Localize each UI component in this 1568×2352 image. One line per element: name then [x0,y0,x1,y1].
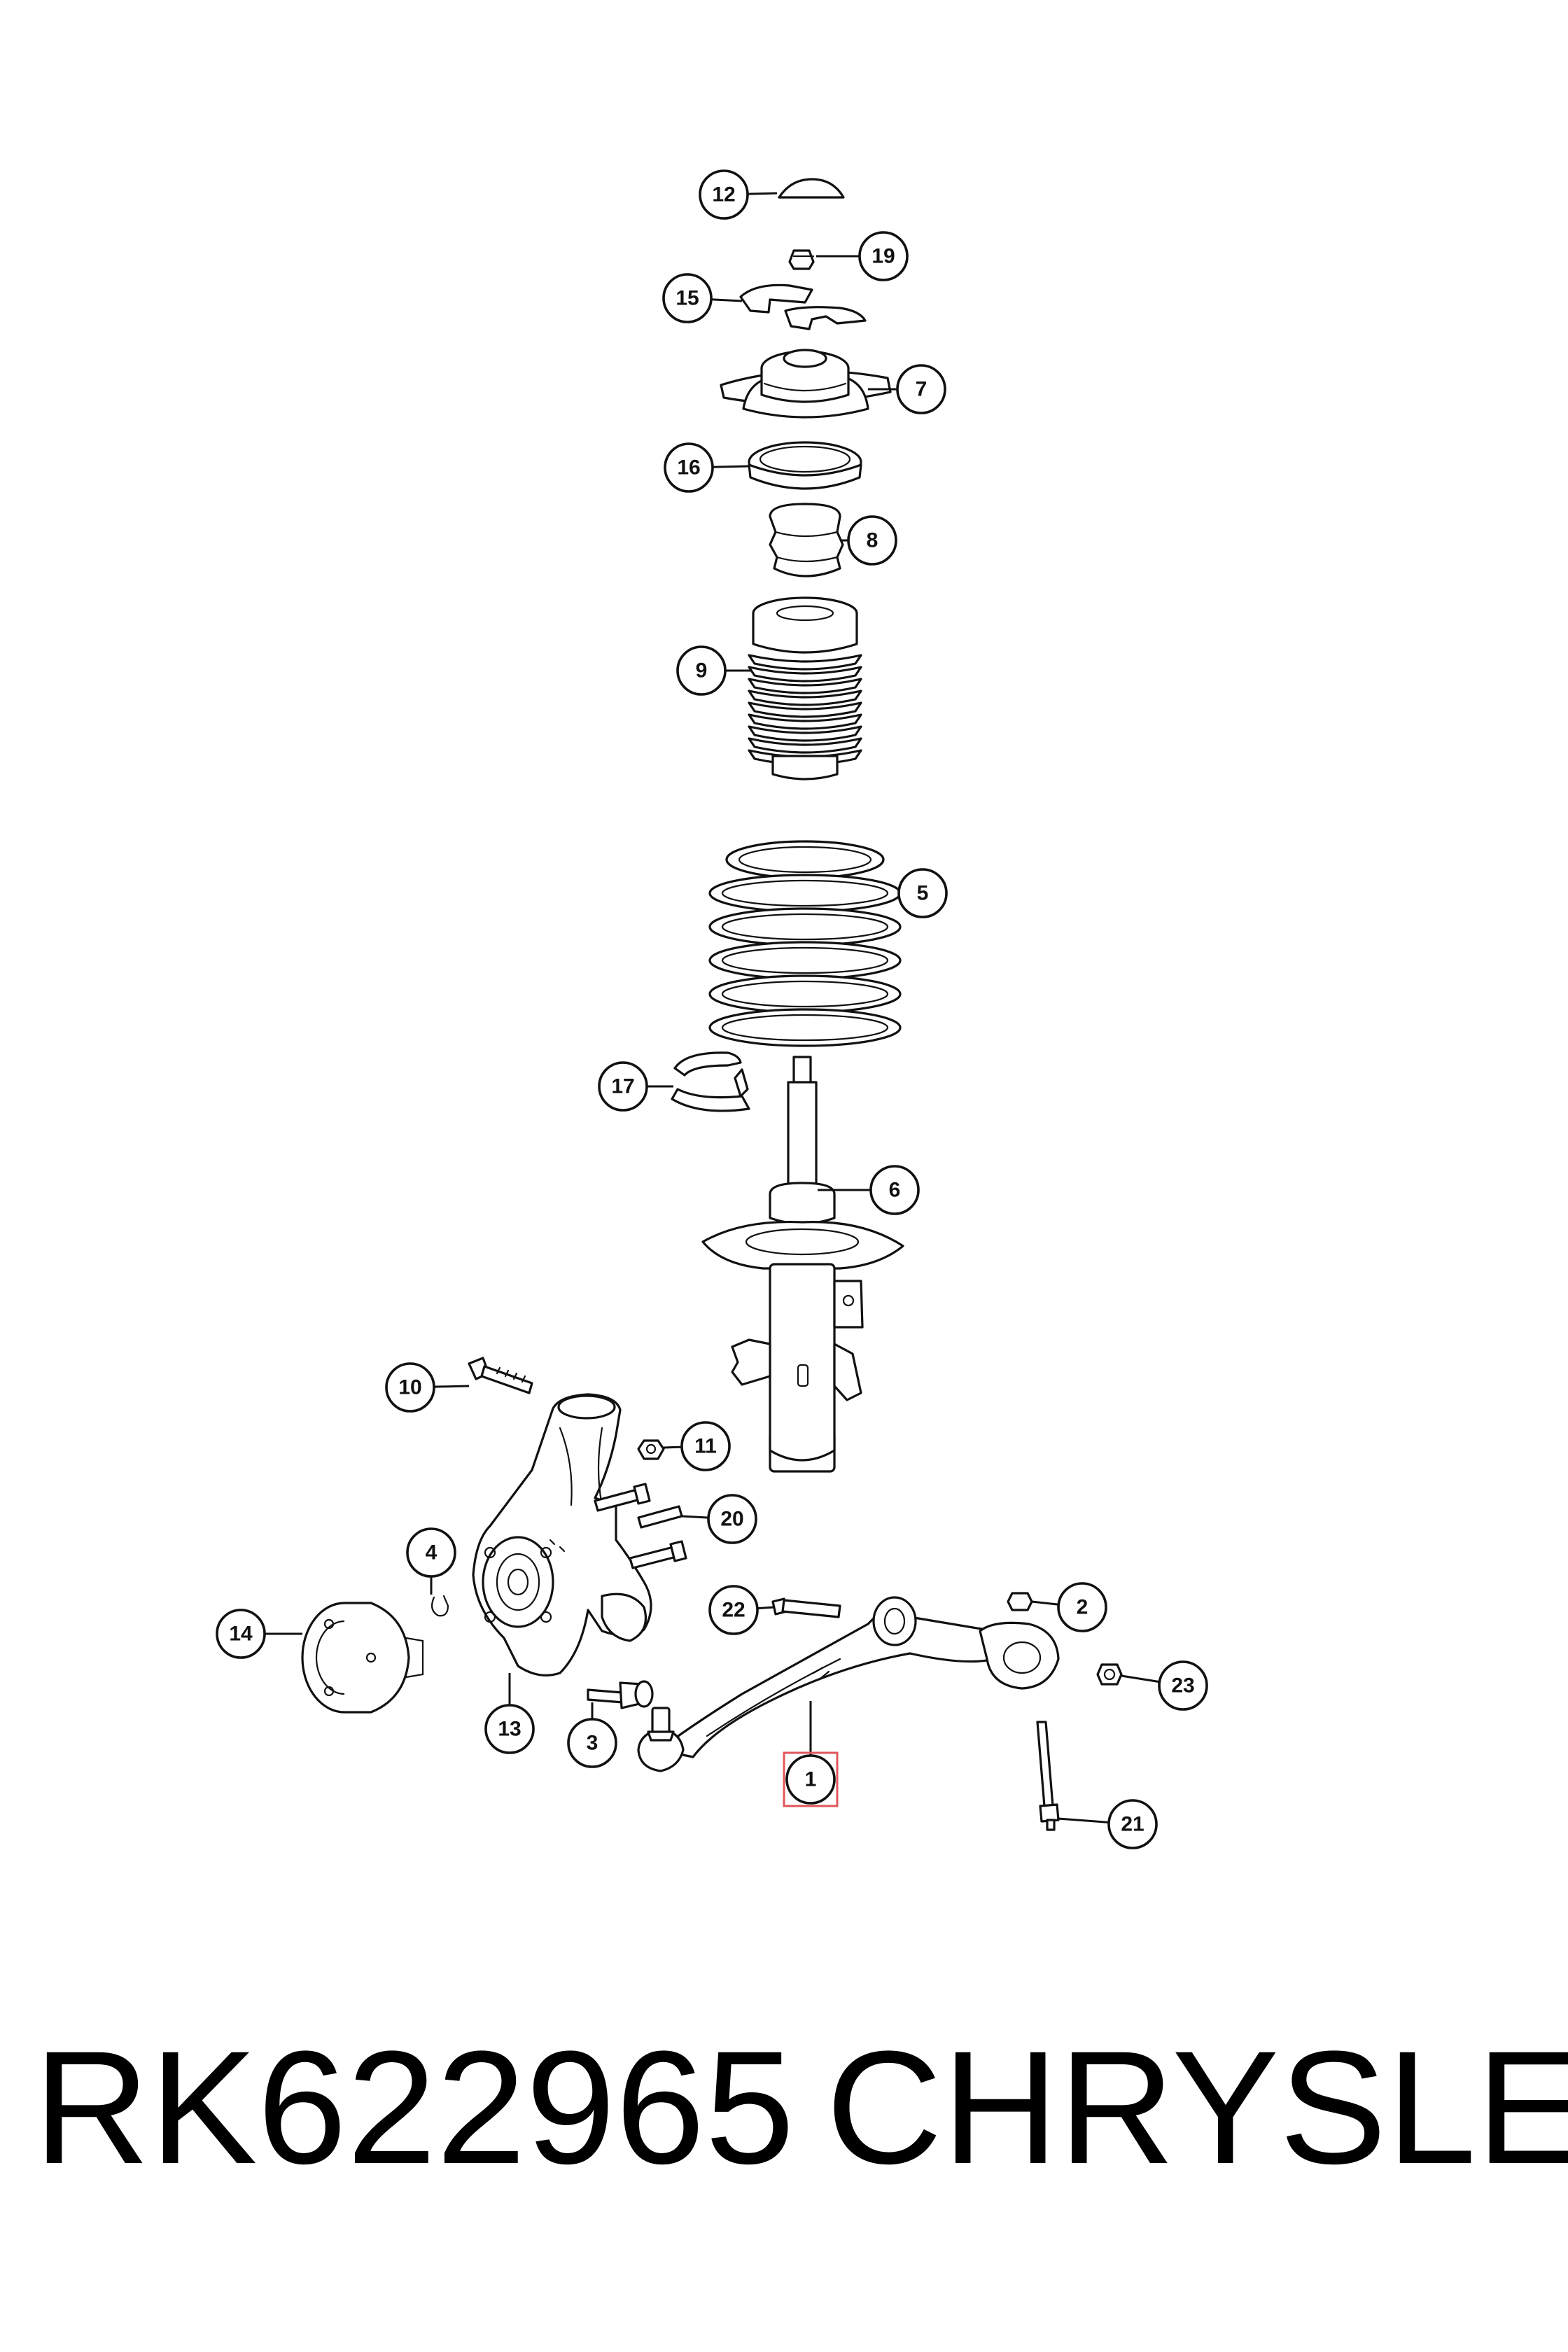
callout-9-label: 9 [696,659,708,682]
callout-23[interactable]: 23 [1158,1660,1208,1711]
callout-8-circle [847,515,897,566]
callout-11[interactable]: 11 [680,1421,731,1471]
callout-15-circle [662,273,713,323]
callout-15[interactable]: 15 [662,273,713,323]
callout-19-label: 19 [872,245,895,268]
callout-15-label: 15 [676,287,699,310]
callout-23-circle [1158,1660,1208,1711]
callout-12-label: 12 [712,183,735,206]
part-4-clip [430,1595,449,1617]
callout-10-circle [385,1362,435,1413]
part-17-spring-isolator [671,1051,750,1112]
callout-17-circle [598,1061,648,1112]
callout-4-label: 4 [426,1541,438,1564]
part-7-upper-mount [720,349,892,419]
callout-8[interactable]: 8 [847,515,897,566]
callout-2[interactable]: 2 [1057,1582,1107,1632]
part-5-coil-spring [708,840,902,1047]
callout-1[interactable]: 1 [783,1751,839,1807]
part-23-nut [1096,1663,1123,1686]
callout-14-circle [216,1609,266,1659]
part-21-bolt [1036,1721,1060,1831]
callout-16-circle [664,442,714,493]
part-22-bolt [771,1597,841,1618]
callout-22-circle [708,1585,759,1635]
callout-2-label: 2 [1077,1596,1088,1619]
callout-10-label: 10 [398,1376,421,1399]
callout-4-circle [406,1527,456,1578]
part-3-bolt [587,1680,654,1709]
part-20-bolts [594,1483,687,1569]
part-12-dust-cap [778,178,845,199]
caption: RK622965 CHRYSLER [34,2017,1568,2197]
part-6-strut [701,1056,904,1473]
part-15-retainers [739,284,867,330]
callout-5[interactable]: 5 [897,868,948,918]
callout-19[interactable]: 19 [858,231,909,281]
callout-3-circle [567,1718,617,1768]
callout-3[interactable]: 3 [567,1718,617,1768]
caption-brand: CHRYSLER [826,2017,1568,2197]
callout-5-circle [897,868,948,918]
leader-lines [241,192,1184,1826]
callout-20-label: 20 [720,1508,743,1531]
part-11-nut [637,1439,665,1460]
callout-1-circle [785,1754,836,1805]
callout-11-label: 11 [694,1435,717,1458]
callout-7-label: 7 [916,378,927,401]
callout-1-label: 1 [805,1768,817,1791]
callout-5-label: 5 [917,882,929,905]
callout-10[interactable]: 10 [385,1362,435,1413]
callout-19-circle [858,231,909,281]
callout-21[interactable]: 21 [1107,1799,1158,1849]
callout-2-circle [1057,1582,1107,1632]
callout-20-circle [707,1494,757,1544]
part-10-bolt [468,1357,533,1394]
callout-13-circle [484,1704,535,1754]
callout-3-label: 3 [587,1732,598,1755]
part-16-bearing [748,441,862,490]
callout-6-label: 6 [889,1179,901,1202]
callout-6-circle [869,1165,920,1215]
callout-4[interactable]: 4 [406,1527,456,1578]
callout-14[interactable]: 14 [216,1609,266,1659]
part-19-nut [788,249,815,270]
part-14-hub-bearing [301,1602,424,1714]
callout-20[interactable]: 20 [707,1494,757,1544]
callout-14-label: 14 [229,1623,253,1646]
callout-12-circle [699,169,749,220]
callout-22-label: 22 [722,1599,745,1622]
caption-part-number: RK622965 [34,2017,794,2197]
part-9-dust-boot [748,596,862,780]
part-1-lower-control-arm [637,1596,1060,1772]
callout-6[interactable]: 6 [869,1165,920,1215]
callout-22[interactable]: 22 [708,1585,759,1635]
callout-13-label: 13 [498,1718,521,1741]
callout-12[interactable]: 12 [699,169,749,220]
part-13-knuckle [472,1393,652,1676]
callout-17-label: 17 [611,1075,634,1098]
callout-16-label: 16 [677,456,700,479]
part-8-jounce-bumper [769,503,844,578]
callout-13[interactable]: 13 [484,1704,535,1754]
part-2-nut [1007,1592,1033,1611]
callout-8-label: 8 [867,529,878,552]
callout-highlight-box [783,1751,839,1807]
callout-11-circle [680,1421,731,1471]
callout-7[interactable]: 7 [896,364,946,414]
callout-23-label: 23 [1171,1674,1194,1698]
callout-9-circle [676,645,727,696]
callout-21-label: 21 [1121,1813,1144,1836]
callout-7-circle [896,364,946,414]
callout-16[interactable]: 16 [664,442,714,493]
callout-21-circle [1107,1799,1158,1849]
callout-9[interactable]: 9 [676,645,727,696]
callout-17[interactable]: 17 [598,1061,648,1112]
